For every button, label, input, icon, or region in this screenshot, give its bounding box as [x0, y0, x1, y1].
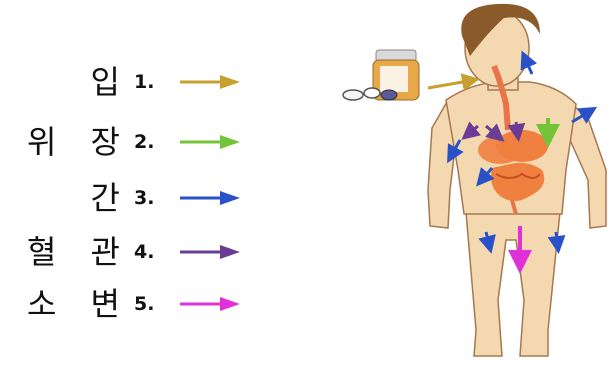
pills-icon: [343, 88, 397, 100]
legend-row-blood-vessel: 혈 관 4.: [0, 232, 250, 272]
step-number: 3.: [134, 178, 154, 218]
step-number: 4.: [134, 232, 154, 272]
arrow-right-icon: [178, 72, 242, 92]
legend-row-urine: 소 변 5.: [0, 284, 250, 324]
step-number: 5.: [134, 284, 154, 324]
organ-label: 혈 관: [27, 232, 132, 272]
organ-label: 소 변: [27, 284, 132, 324]
arrow-right-icon: [178, 188, 242, 208]
legend: 입 1. 위 장 2. 간 3. 혈 관 4. 소 변 5.: [0, 0, 260, 366]
organ-label: 입: [91, 62, 132, 102]
organ-label: 간: [91, 178, 132, 218]
body-diagram: [330, 0, 608, 366]
step-number: 2.: [134, 122, 154, 162]
human-body: [428, 4, 606, 356]
legend-row-liver: 간 3.: [0, 178, 250, 218]
legend-row-mouth: 입 1.: [0, 62, 250, 102]
arrow-right-icon: [178, 242, 242, 262]
legend-row-stomach: 위 장 2.: [0, 122, 250, 162]
arrow-right-icon: [178, 294, 242, 314]
step-number: 1.: [134, 62, 154, 102]
arrow-right-icon: [178, 132, 242, 152]
organ-label: 위 장: [27, 122, 132, 162]
